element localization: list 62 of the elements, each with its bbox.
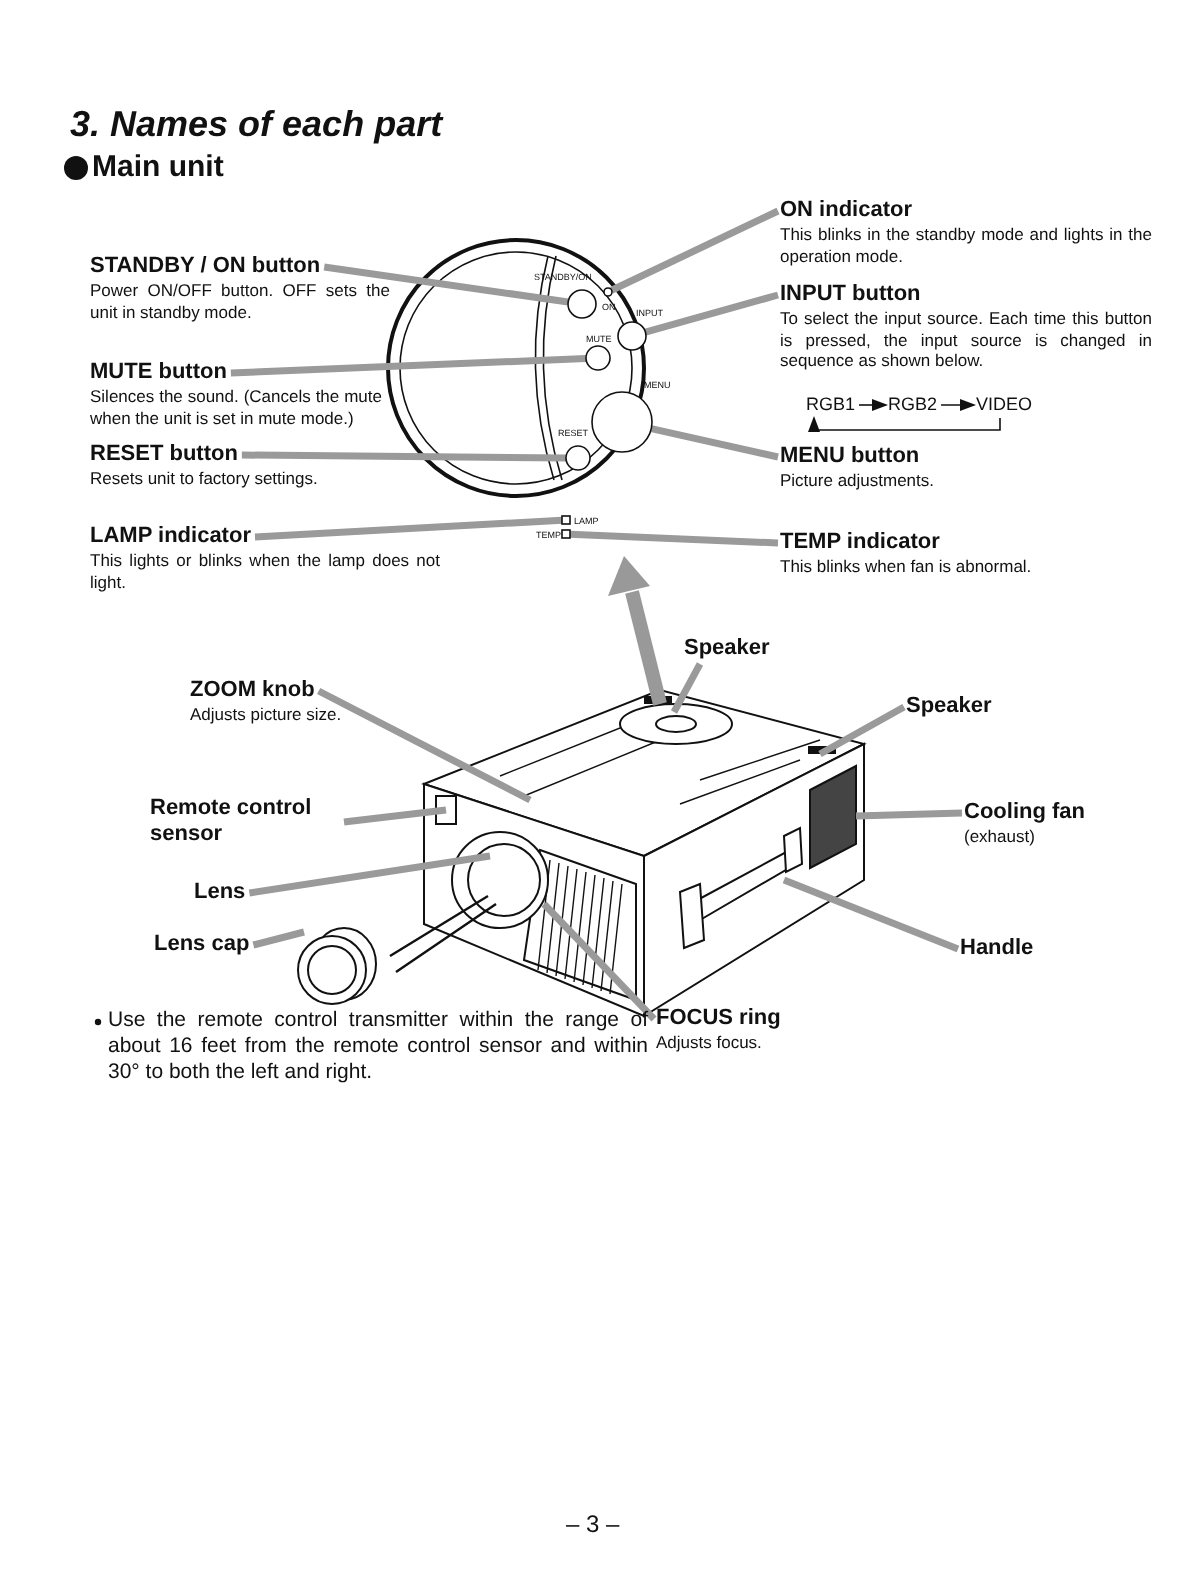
- button-symbol: [585, 345, 611, 371]
- part-description: This blinks when fan is abnormal.: [780, 556, 1032, 577]
- part-description: To select the input source. Each time this button is pressed, the input source is changed in sequence as shown below.: [780, 308, 1152, 371]
- note-text: Use the remote control transmitter within the range of about 16 feet from the remote control sensor and within 30° to both the left and right.: [108, 1008, 648, 1086]
- part-name: ON indicator: [780, 198, 913, 224]
- part-description: Picture adjustments.: [780, 470, 935, 491]
- part-description: This blinks in the standby mode and lights in the operation mode.: [780, 224, 1152, 266]
- input-source-label: VIDEO: [976, 394, 1033, 416]
- input-source-label: RGB2: [888, 394, 938, 416]
- leader-line: [670, 662, 704, 714]
- button-symbol: [617, 321, 647, 351]
- button-symbol: [591, 391, 653, 453]
- part-name: Cooling fan: [964, 800, 1085, 826]
- part-name: FOCUS ring: [656, 1006, 781, 1032]
- leader-line: [323, 263, 569, 306]
- part-description: Adjusts picture size.: [190, 704, 342, 725]
- indicator-lamp: [561, 515, 571, 525]
- arrow: [858, 399, 888, 411]
- part-name: Handle: [960, 936, 1034, 962]
- leader-line: [782, 876, 960, 953]
- part-name: RESET button: [90, 442, 238, 468]
- part-name: ZOOM knob: [190, 678, 315, 704]
- button-symbol: [565, 445, 591, 471]
- part-name: INPUT button: [780, 282, 921, 308]
- leader-line: [569, 530, 779, 547]
- part-description: Resets unit to factory settings.: [90, 468, 318, 489]
- part-name: TEMP indicator: [780, 530, 940, 556]
- leader-line: [610, 207, 780, 294]
- leader-line: [650, 425, 779, 461]
- part-description: Silences the sound. (Cancels the mute when the unit is set in mute mode.): [90, 386, 382, 428]
- part-name: LAMP indicator: [90, 524, 251, 550]
- arrow: [940, 399, 976, 411]
- indicator-lamp: [603, 287, 613, 297]
- part-description: Power ON/OFF button. OFF sets the unit in standby mode.: [90, 280, 390, 322]
- part-name: Speaker: [906, 694, 992, 720]
- part-description: (exhaust): [964, 826, 1037, 847]
- leader-line: [230, 355, 587, 377]
- indicator-lamp: [561, 529, 571, 539]
- leader-line: [343, 806, 447, 826]
- part-name: Lens cap: [154, 932, 250, 958]
- leader-line: [317, 687, 532, 804]
- part-name: MENU button: [780, 444, 920, 470]
- leader-line: [241, 451, 567, 462]
- page-title: 3. Names of each part: [70, 104, 443, 146]
- part-name: STANDBY / ON button: [90, 254, 321, 280]
- leader-line: [855, 809, 963, 820]
- leader-line: [248, 852, 491, 897]
- section-heading: Main unit: [92, 150, 224, 184]
- part-name: Speaker: [684, 636, 770, 662]
- page-number: – 3 –: [566, 1510, 620, 1538]
- part-description: This lights or blinks when the lamp does not light.: [90, 550, 440, 592]
- arrow: [808, 416, 1001, 432]
- leader-line: [818, 703, 906, 758]
- part-name: MUTE button: [90, 360, 227, 386]
- leader-line: [252, 928, 305, 949]
- part-description: Adjusts focus.: [656, 1032, 764, 1053]
- part-name: Remote control sensor: [150, 796, 340, 848]
- button-symbol: [567, 289, 597, 319]
- input-source-label: RGB1: [806, 394, 856, 416]
- leader-line: [644, 291, 779, 336]
- part-name: Lens: [194, 880, 246, 906]
- leader-line: [254, 516, 563, 541]
